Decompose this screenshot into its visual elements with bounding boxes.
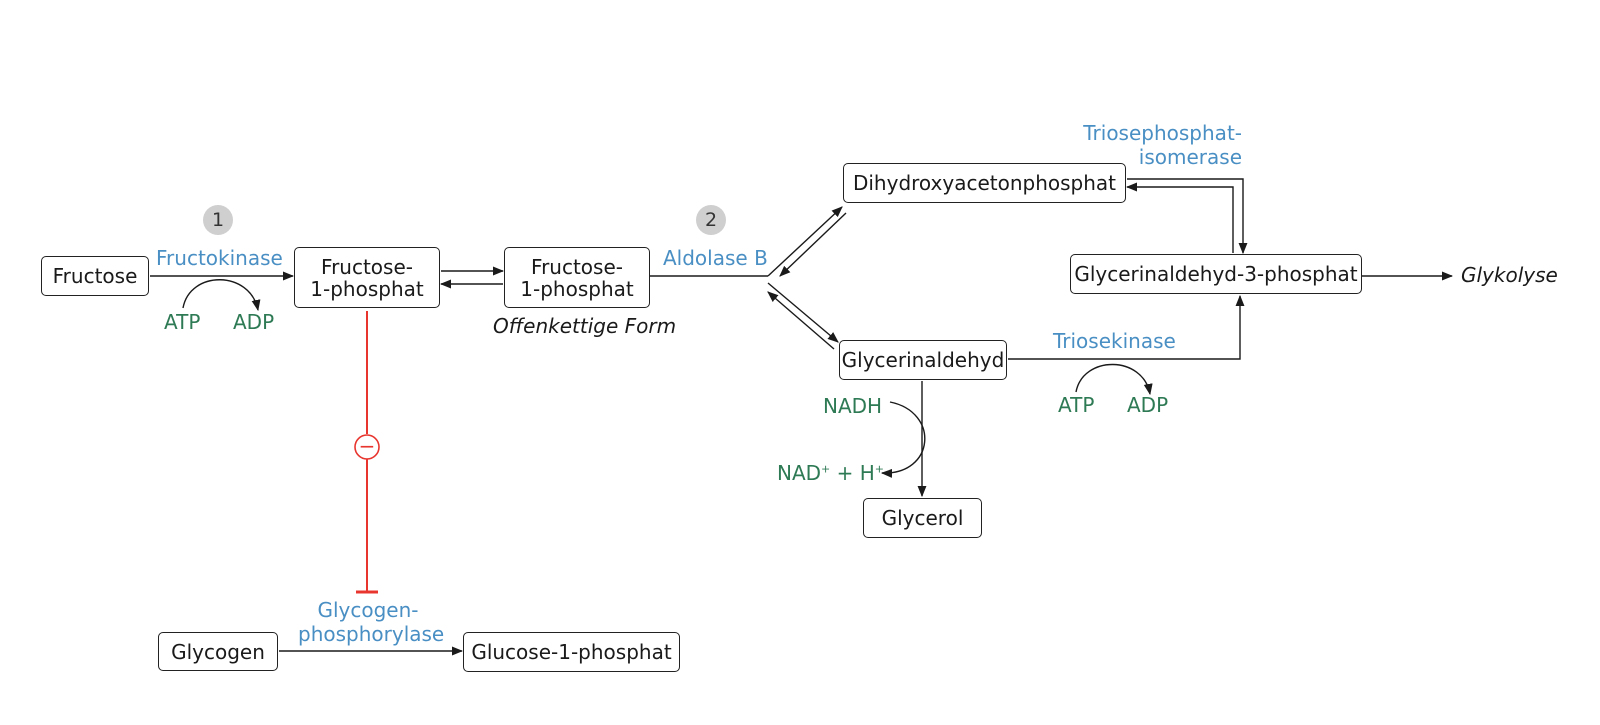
arrow-from-glyceraldehyde — [767, 291, 835, 350]
node-fructose-1-phosphate[interactable]: Fructose- 1-phosphat — [294, 247, 440, 308]
arrow-glyceraldehyde-to-gap — [1008, 294, 1245, 360]
arrow-to-glyceraldehyde — [767, 282, 839, 343]
node-label: Glycogen — [171, 639, 265, 664]
step-badge-2: 2 — [696, 205, 726, 235]
node-fructose[interactable]: Fructose — [41, 256, 149, 296]
nad-charge: + — [821, 462, 831, 476]
inhibition-line — [354, 311, 380, 594]
enzyme-glycogen-phosphorylase: Glycogen- phosphorylase — [298, 598, 445, 646]
node-label-line1: Fructose- — [321, 254, 413, 279]
node-glycogen[interactable]: Glycogen — [158, 632, 278, 671]
enzyme-triosekinase: Triosekinase — [1053, 329, 1176, 353]
node-label-line1: Fructose- — [531, 254, 623, 279]
node-label: Glycerol — [881, 506, 964, 530]
node-label: Glycerinaldehyd-3-phosphat — [1074, 262, 1358, 286]
enzyme-aldolase-b: Aldolase B — [663, 246, 768, 270]
nad-text: NAD — [777, 461, 822, 485]
enzyme-label-line1: Triosephosphat- — [1083, 121, 1242, 145]
h-charge: + — [874, 462, 884, 476]
enzyme-label-line2: phosphorylase — [298, 622, 445, 646]
atp-adp-curve-2 — [1075, 363, 1153, 396]
enzyme-label-line1: Glycogen- — [317, 598, 419, 622]
arrow-to-dhap — [767, 206, 843, 277]
inhibition-circle — [354, 434, 380, 460]
cofactor-atp-1: ATP — [164, 310, 201, 334]
node-label-line2: 1-phosphat — [520, 276, 634, 301]
cofactor-adp-1: ADP — [233, 310, 275, 334]
node-glucose-1-phosphate[interactable]: Glucose-1-phosphat — [463, 632, 680, 672]
node-label: Fructose — [52, 264, 138, 288]
node-label: Glycerinaldehyd — [841, 348, 1005, 372]
cofactor-nad-plus: NAD+ + H+ — [777, 461, 884, 485]
glycolysis-label: Glykolyse — [1461, 263, 1558, 287]
nad-h-text: + H — [830, 461, 875, 485]
node-label-line2: 1-phosphat — [310, 276, 424, 301]
step-badge-1: 1 — [203, 205, 233, 235]
node-glyceraldehyde[interactable]: Glycerinaldehyd — [839, 340, 1007, 380]
atp-adp-curve-1 — [182, 279, 261, 312]
enzyme-triosephosphate-isomerase: Triosephosphat- isomerase — [1062, 121, 1242, 169]
node-fructose-1-phosphate-open[interactable]: Fructose- 1-phosphat — [504, 247, 650, 308]
arrow-from-dhap — [779, 212, 847, 277]
cofactor-nadh: NADH — [823, 394, 883, 418]
cofactor-atp-2: ATP — [1058, 393, 1095, 417]
node-label: Dihydroxyacetonphosphat — [852, 171, 1117, 195]
cofactor-adp-2: ADP — [1127, 393, 1169, 417]
node-dhap[interactable]: Dihydroxyacetonphosphat — [843, 163, 1126, 203]
arrow-dhap-to-gap — [1127, 178, 1248, 255]
nadh-nad-curve — [880, 401, 926, 478]
arrow-gap-to-dhap — [1125, 182, 1234, 253]
inhibition-minus-icon: − — [358, 434, 376, 458]
enzyme-label-line2: isomerase — [1138, 145, 1242, 169]
open-form-label: Offenkettige Form — [493, 314, 677, 338]
node-label: Glucose-1-phosphat — [471, 640, 672, 664]
node-gap[interactable]: Glycerinaldehyd-3-phosphat — [1070, 254, 1362, 294]
node-glycerol[interactable]: Glycerol — [863, 498, 982, 538]
enzyme-fructokinase: Fructokinase — [156, 246, 283, 270]
